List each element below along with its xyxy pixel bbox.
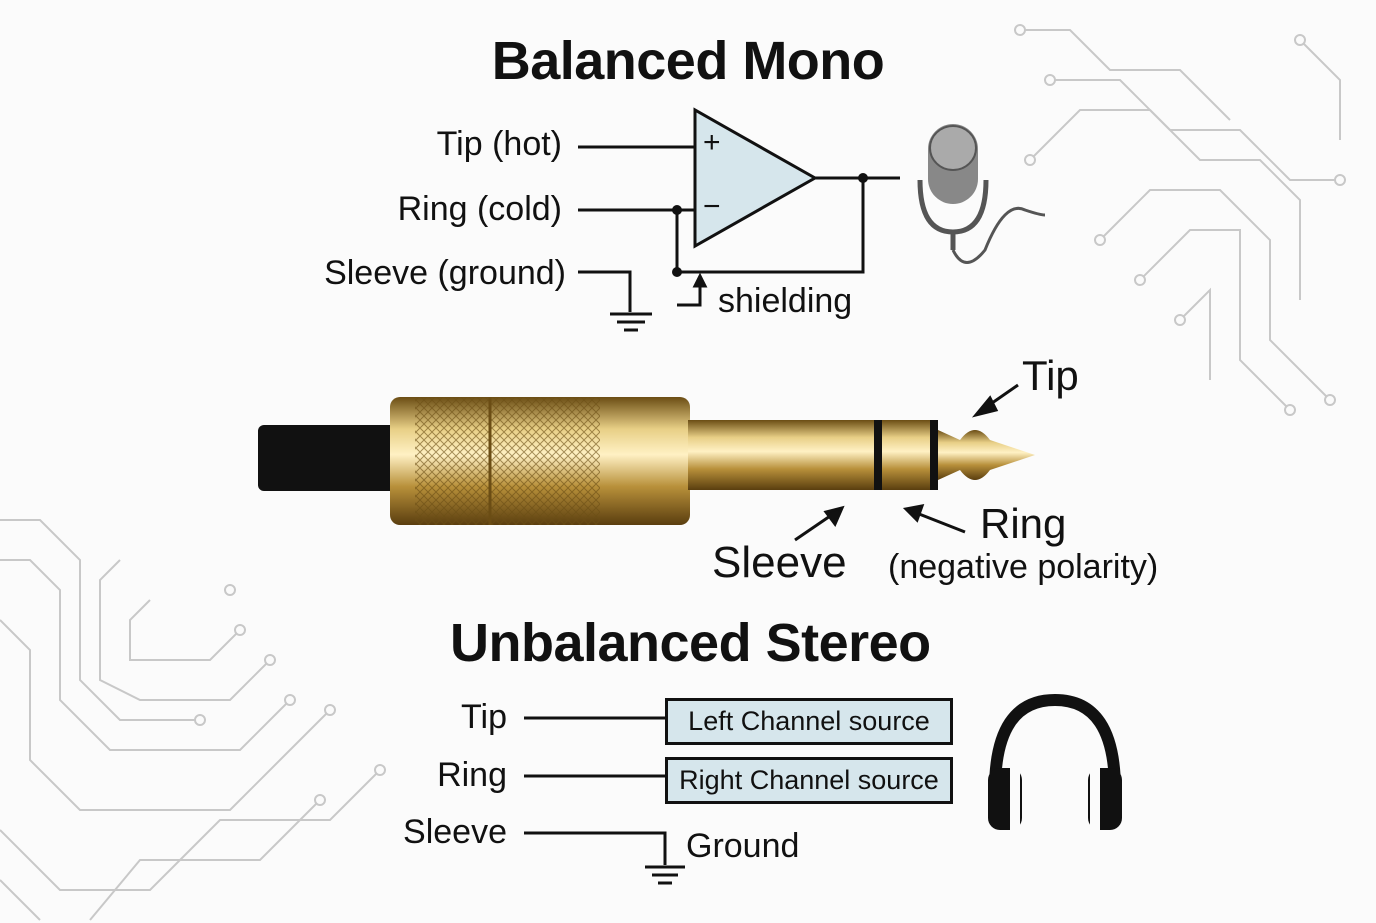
ring-cold-label: Ring (cold) (397, 190, 562, 228)
right-channel-box: Right Channel source (665, 757, 953, 804)
balanced-schematic (578, 107, 900, 332)
plug-arrows (794, 383, 1019, 542)
sleeve-ground-label: Sleeve (ground) (324, 254, 566, 292)
plug-ring-label: Ring (980, 500, 1067, 547)
circuit-traces-bottom-left (0, 519, 386, 921)
tip-hot-label: Tip (hot) (436, 125, 562, 163)
left-channel-box: Left Channel source (665, 698, 953, 745)
balanced-mono-title: Balanced Mono (491, 31, 885, 91)
headphones-icon (988, 693, 1122, 834)
unbalanced-schematic (524, 716, 685, 885)
shielding-label: shielding (718, 282, 853, 320)
minus-sign: − (703, 190, 721, 223)
unbalanced-stereo-title: Unbalanced Stereo (450, 613, 931, 673)
stereo-tip-label: Tip (461, 698, 507, 736)
ring-polarity-note: (negative polarity) (888, 548, 1159, 586)
circuit-traces-top-right (1014, 24, 1346, 416)
op-amp-triangle (693, 107, 819, 249)
microphone-icon (917, 124, 1046, 264)
trs-plug-image (258, 397, 1035, 525)
plug-tip-label: Tip (1022, 352, 1079, 399)
ground-label: Ground (686, 827, 800, 865)
plus-sign: + (703, 126, 721, 159)
stereo-ring-label: Ring (437, 756, 507, 794)
plug-sleeve-label: Sleeve (712, 538, 847, 587)
stereo-sleeve-label: Sleeve (403, 813, 507, 851)
